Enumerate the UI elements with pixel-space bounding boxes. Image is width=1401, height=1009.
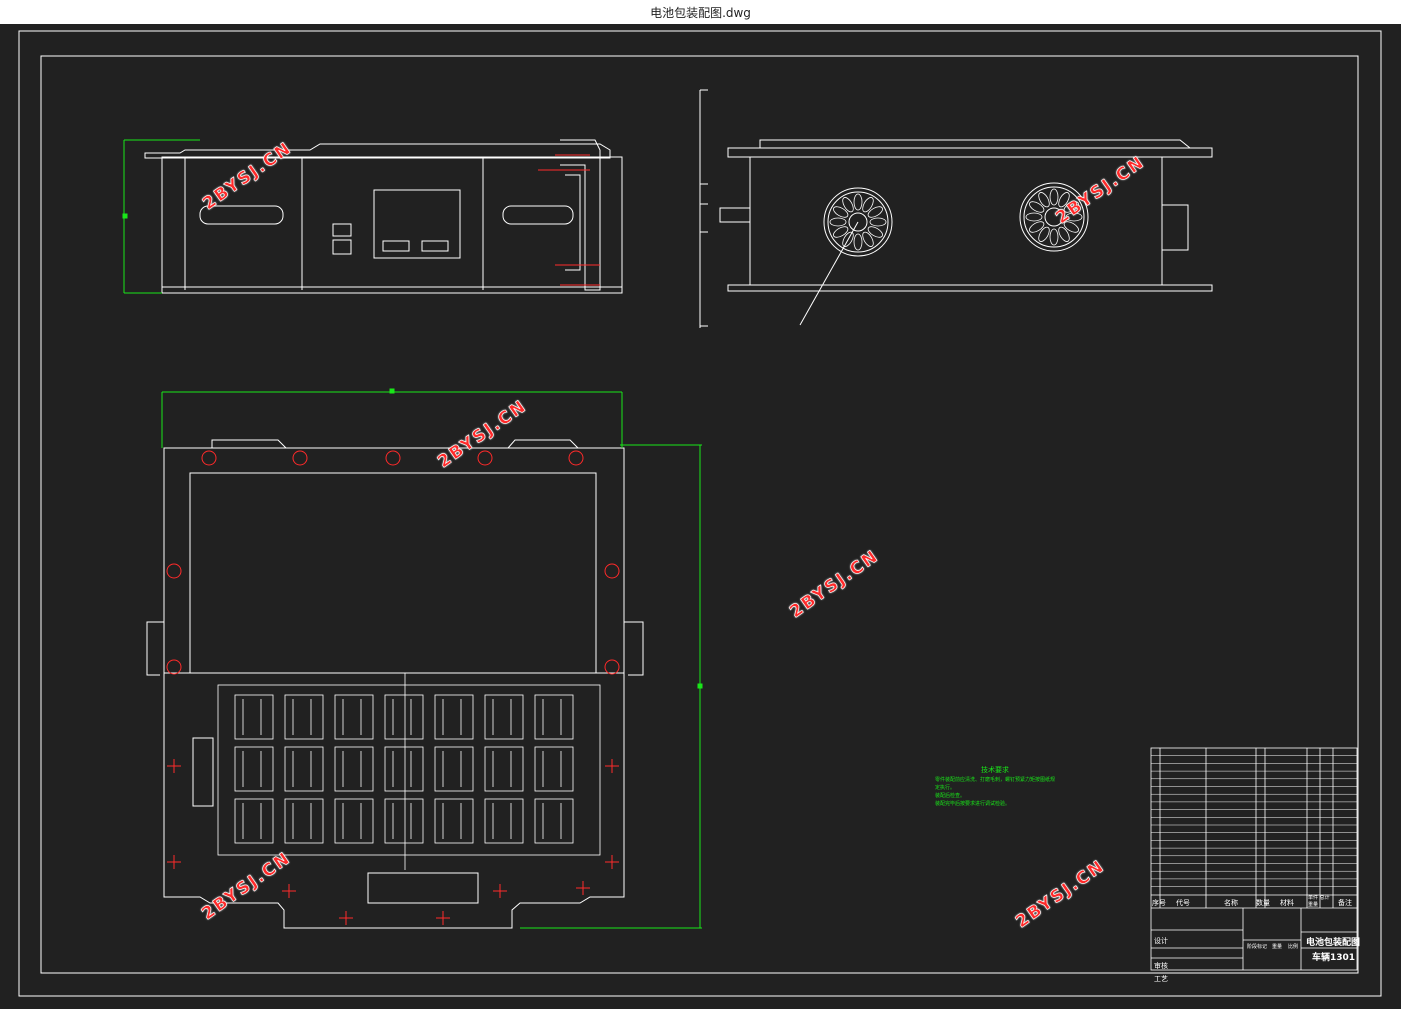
battery-module bbox=[534, 798, 574, 844]
outer-border bbox=[18, 30, 1382, 997]
battery-module bbox=[234, 694, 274, 740]
tb-header-seq: 序号 bbox=[1152, 899, 1166, 907]
fan-blade bbox=[867, 226, 883, 238]
fan-blade bbox=[853, 193, 863, 211]
front-view-red bbox=[538, 154, 600, 286]
hole-circle bbox=[292, 450, 308, 466]
tb-label-scale: 比例 bbox=[1288, 944, 1299, 950]
fan-blade bbox=[1029, 221, 1045, 233]
hole-circle bbox=[604, 659, 620, 675]
cad-canvas[interactable]: 2BYSJ.CN 2BYSJ.CN 2BYSJ.CN 2BYSJ.CN 2BYS… bbox=[0, 24, 1401, 1009]
fan-blade bbox=[1049, 188, 1059, 206]
tb-label-design: 设计 bbox=[1154, 937, 1168, 945]
hole-circle bbox=[385, 450, 401, 466]
battery-module bbox=[484, 694, 524, 740]
fan-blade bbox=[869, 217, 887, 227]
fan-blade bbox=[1063, 201, 1079, 213]
tb-class-code: 车辆1301 bbox=[1312, 953, 1356, 963]
notes-line: 装配完毕后按要求进行调试检验。 bbox=[935, 801, 1011, 807]
tb-header-code: 代号 bbox=[1176, 899, 1190, 907]
battery-module bbox=[234, 798, 274, 844]
fan-blade bbox=[1038, 192, 1050, 208]
fan-blade bbox=[1029, 201, 1045, 213]
tb-header-weight: 单件 总计 重量 bbox=[1308, 895, 1330, 908]
battery-module bbox=[234, 746, 274, 792]
fan-blade bbox=[853, 233, 863, 251]
battery-module bbox=[534, 746, 574, 792]
inner-border bbox=[40, 55, 1359, 974]
fan-blade bbox=[829, 217, 847, 227]
fan-blade bbox=[1025, 212, 1043, 222]
tb-drawing-name: 电池包装配图 bbox=[1306, 938, 1361, 948]
hole-circle bbox=[201, 450, 217, 466]
battery-module bbox=[484, 746, 524, 792]
hole-circle bbox=[604, 563, 620, 579]
battery-module bbox=[534, 694, 574, 740]
technical-requirements: 技术要求 零件装配前应清洗、打磨毛刺，螺钉预紧力矩按图纸规定执行。 装配后检查。… bbox=[935, 766, 1055, 808]
hole-circle bbox=[166, 659, 182, 675]
notes-heading: 技术要求 bbox=[981, 766, 1009, 774]
fan-blade bbox=[1063, 221, 1079, 233]
window-title: 电池包装配图.dwg bbox=[650, 5, 751, 20]
battery-module bbox=[384, 746, 424, 792]
fan-blade bbox=[1038, 226, 1050, 242]
tb-header-name: 名称 bbox=[1224, 899, 1238, 907]
window-title-bar: 电池包装配图.dwg bbox=[0, 0, 1401, 24]
battery-module bbox=[434, 798, 474, 844]
battery-module bbox=[284, 746, 324, 792]
title-block bbox=[1150, 747, 1358, 971]
tb-label-process: 工艺 bbox=[1154, 975, 1168, 983]
plan-view bbox=[146, 439, 644, 929]
fan-blade bbox=[1058, 226, 1070, 242]
battery-module bbox=[384, 798, 424, 844]
cad-drawing bbox=[18, 30, 1382, 997]
fan-blade bbox=[1065, 212, 1083, 222]
fan-blade bbox=[862, 197, 874, 213]
hole-circle bbox=[568, 450, 584, 466]
hole-circle bbox=[166, 563, 182, 579]
tb-header-remark: 备注 bbox=[1338, 899, 1352, 907]
notes-line: 装配后检查。 bbox=[935, 793, 966, 799]
fan-blade bbox=[1058, 192, 1070, 208]
battery-module bbox=[334, 746, 374, 792]
tb-label-weight: 重量 bbox=[1272, 944, 1283, 950]
plan-view-dim bbox=[161, 388, 703, 929]
battery-module bbox=[434, 694, 474, 740]
title-block-rows bbox=[1151, 755, 1357, 887]
side-view bbox=[699, 89, 1213, 328]
battery-module bbox=[284, 694, 324, 740]
tb-label-stage: 阶段标记 bbox=[1247, 944, 1268, 950]
fan-blade bbox=[842, 231, 854, 247]
fan-blade bbox=[867, 206, 883, 218]
tb-header-material: 材料 bbox=[1280, 899, 1294, 907]
front-view bbox=[144, 139, 623, 294]
fan-blade bbox=[842, 197, 854, 213]
battery-modules bbox=[234, 673, 574, 870]
notes-line: 零件装配前应清洗、打磨毛刺，螺钉预紧力矩按图纸规定执行。 bbox=[935, 777, 1056, 791]
front-view-dim bbox=[122, 139, 200, 294]
battery-module bbox=[384, 694, 424, 740]
fan-blade bbox=[833, 206, 849, 218]
plan-view-red bbox=[166, 450, 620, 925]
fan-blade bbox=[833, 226, 849, 238]
fan-blades bbox=[829, 188, 1083, 251]
fan-blade bbox=[1049, 228, 1059, 246]
battery-module bbox=[434, 746, 474, 792]
tb-label-check: 审核 bbox=[1154, 962, 1168, 970]
battery-module bbox=[484, 798, 524, 844]
fan-blade bbox=[862, 231, 874, 247]
tb-header-qty: 数量 bbox=[1256, 899, 1270, 907]
battery-module bbox=[284, 798, 324, 844]
battery-module bbox=[334, 798, 374, 844]
battery-module bbox=[334, 694, 374, 740]
hole-circle bbox=[477, 450, 493, 466]
